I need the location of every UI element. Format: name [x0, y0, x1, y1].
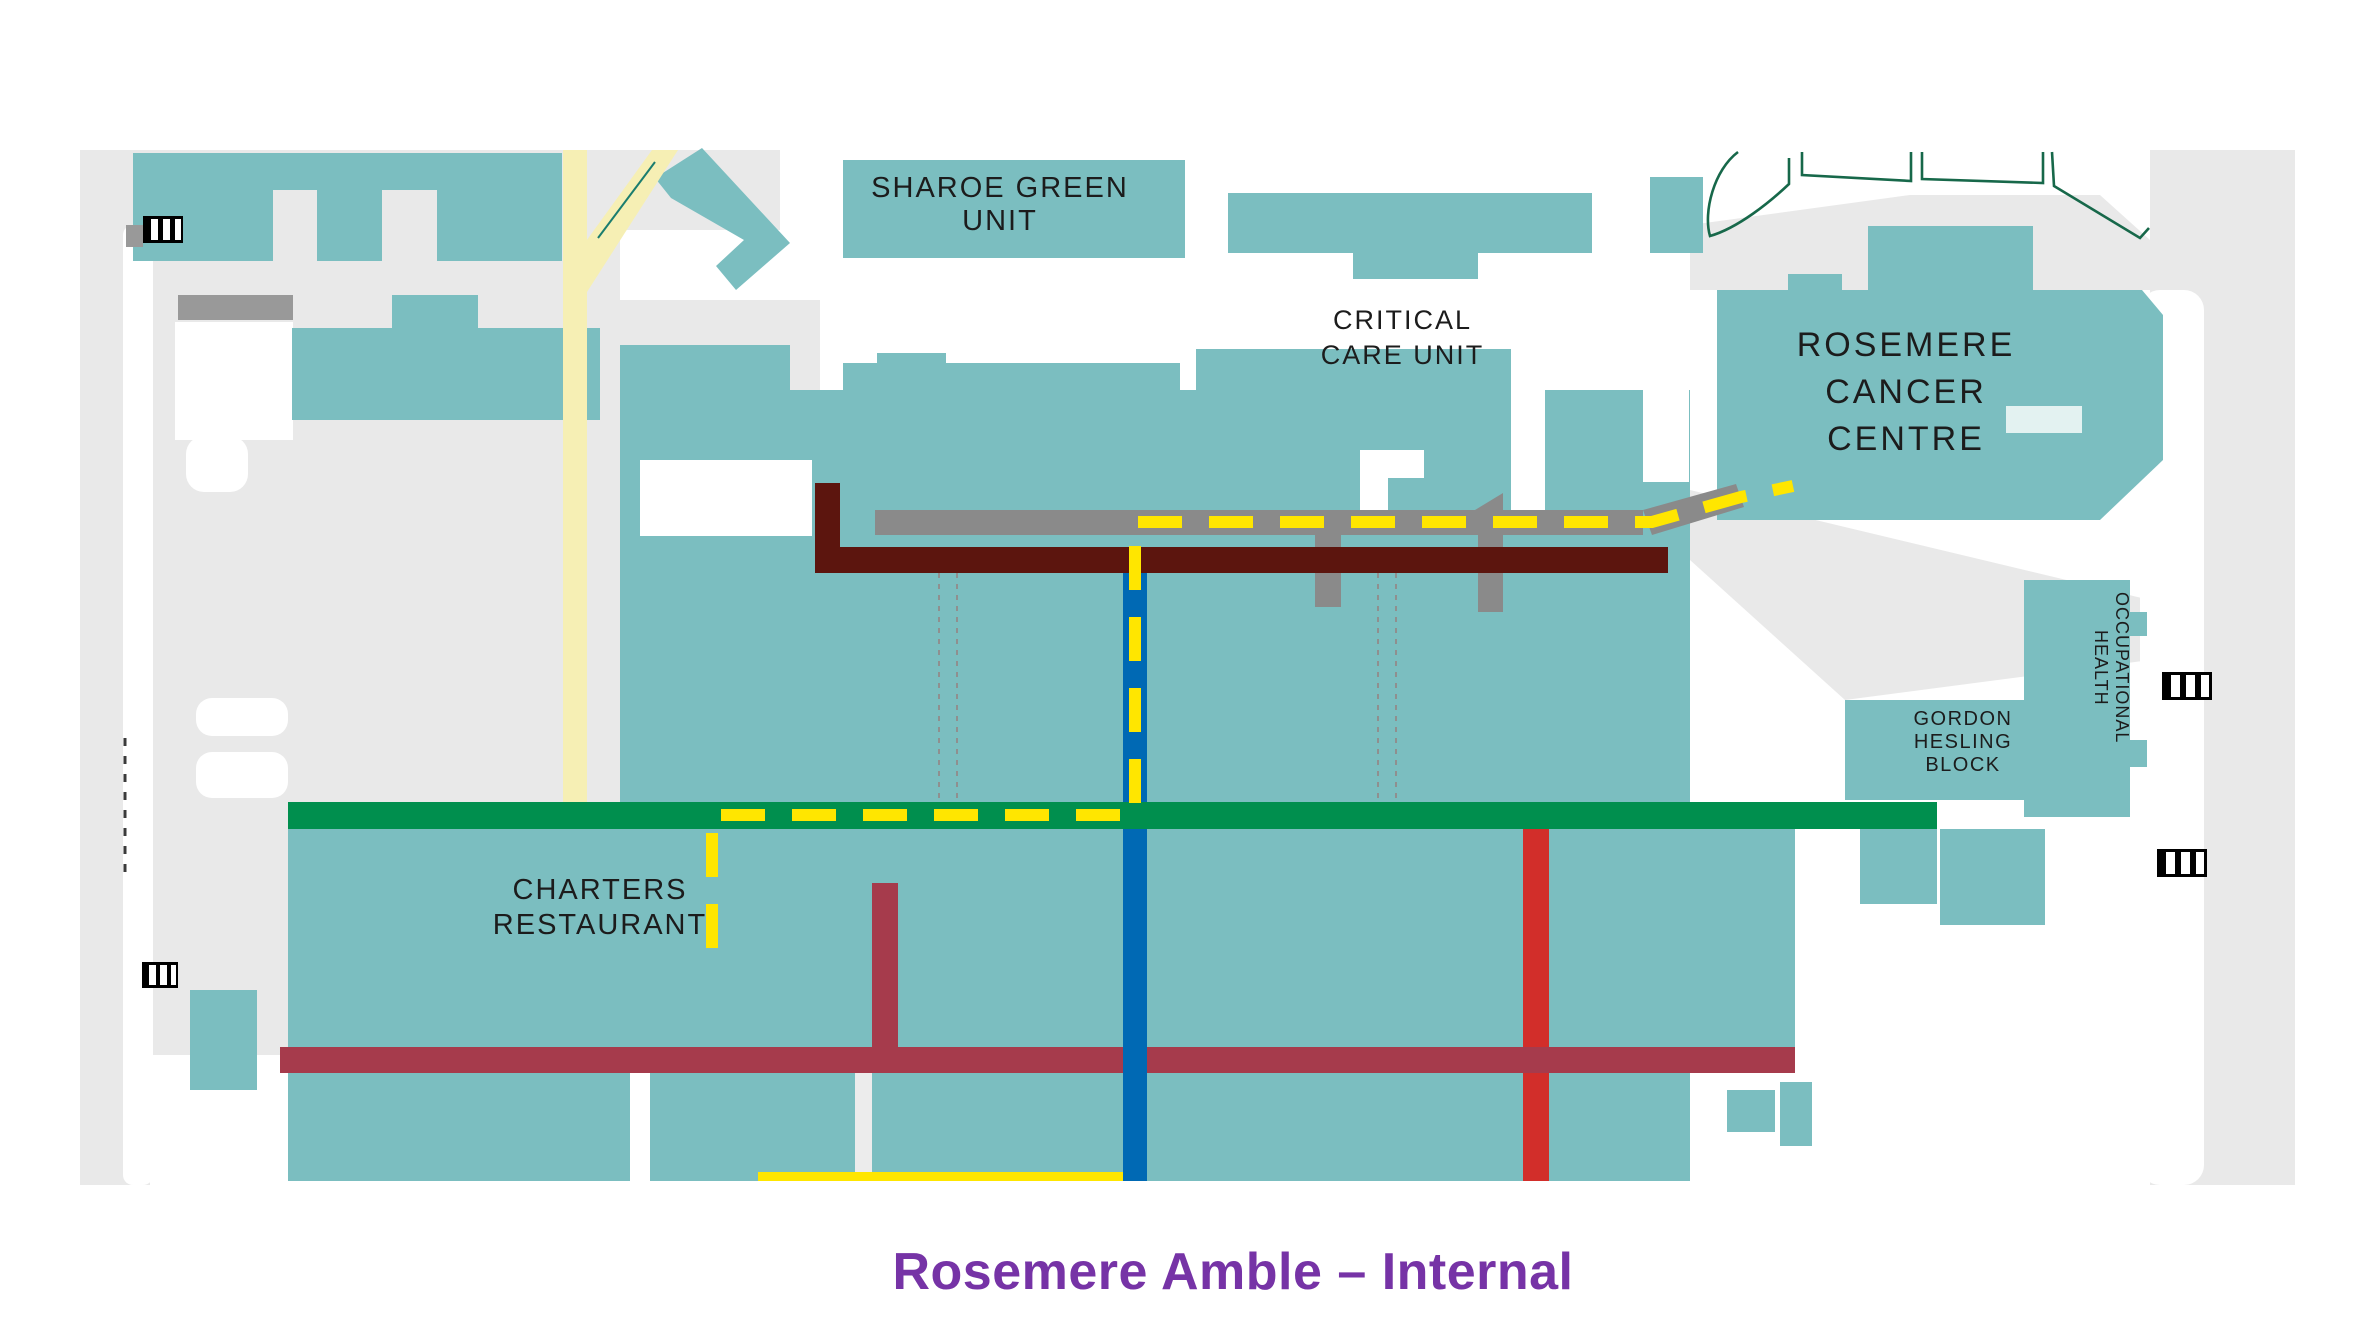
building-gordon-hesling-block: [1845, 700, 2035, 800]
label-rosemere-cancer-centre: ROSEMERE CANCER CENTRE: [1796, 326, 2016, 458]
building-sharoe-green-unit: [843, 160, 1185, 258]
route-blue: [1123, 560, 1147, 1181]
pedestrian-crossing-icon: [2162, 672, 2212, 700]
amble-route-yellow-dashed: [706, 480, 1795, 948]
route-crimson: [280, 883, 1795, 1073]
pedestrian-crossing-icon: [2157, 849, 2207, 877]
building-occupational-health: [2024, 580, 2147, 817]
hedge-outlines: [1706, 150, 2150, 240]
pedestrian-crossings: [142, 216, 2212, 988]
route-red: [1523, 810, 1549, 1181]
label-gordon-hesling-block: GORDON HESLING BLOCK: [1913, 708, 2013, 776]
label-sharoe-green-unit: SHAROE GREEN UNIT: [871, 172, 1129, 237]
gray-blocks: [126, 225, 293, 320]
yellow-road: [563, 150, 678, 802]
label-occupational-health: OCCUPATIONAL HEALTH: [2091, 592, 2132, 744]
label-charters-restaurant: CHARTERS RESTAURANT: [492, 874, 708, 941]
buildings: [133, 148, 2163, 1181]
pedestrian-crossing-icon: [142, 962, 178, 988]
page-title: Rosemere Amble – Internal: [892, 1243, 1574, 1301]
yellow-edge-line: [758, 1172, 1123, 1181]
label-critical-care-unit: CRITICAL CARE UNIT: [1320, 305, 1485, 370]
building-charters-block: [288, 829, 1690, 1181]
pedestrian-crossing-icon: [143, 216, 183, 243]
building-rosemere-cancer-centre: [1717, 226, 2163, 520]
route-maroon: [815, 483, 1668, 573]
dashed-corridor-guides: [938, 573, 1397, 802]
